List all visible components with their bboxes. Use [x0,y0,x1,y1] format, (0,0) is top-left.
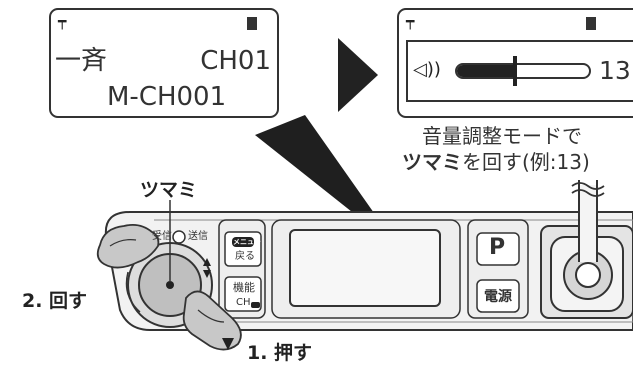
knob-label: ツマミ [140,179,198,201]
led-send-label: 送信 [188,231,208,242]
p-button[interactable] [476,232,520,266]
caption-line2: ツマミを回す(例:13) [402,150,590,174]
battery-icon [586,17,596,30]
speaker-icon: ◁)) [413,59,441,80]
caption-line1: 音量調整モードで [422,124,582,148]
hand-rotate-icon [96,223,160,269]
step-press-label: 1. 押す [247,342,313,364]
ch-label: CH [236,297,251,308]
lcd-memory-channel: M-CH001 [107,82,227,112]
led-receive-label: 受信 [152,231,172,242]
volume-thumb [513,56,517,86]
volume-value: 13 [599,56,631,85]
battery-icon [247,17,257,30]
function-label: 機能 [233,281,255,294]
panel-display [289,229,441,307]
led-send-icon [172,230,186,244]
power-button[interactable] [476,279,520,313]
volume-box [406,40,633,102]
volume-fill [457,65,514,77]
lcd-screen-before: ┯ 一斉 CH01 M-CH001 [49,8,279,118]
lcd-channel-label: CH01 [200,46,271,76]
arrow-right-icon [338,38,378,112]
antenna-icon: ┯ [406,14,415,30]
caption-rotate-text: を回す(例:13) [462,150,590,174]
caption-knob-emphasis: ツマミ [402,150,462,174]
menu-button-label: メニュー [233,238,261,246]
step-rotate-label: 2. 回す [22,290,88,312]
power-button-label: 電源 [484,289,512,305]
up-arrow-icon [203,258,211,266]
hand-press-icon [182,290,242,351]
lcd-group-label: 一斉 [55,46,108,76]
antenna-icon: ┯ [58,14,67,30]
volume-slider[interactable] [455,63,591,79]
back-label: 戻る [235,251,255,262]
lcd-screen-volume: ┯ ◁)) 13 [397,8,633,118]
p-button-label: P [489,235,506,260]
down-arrow-icon [203,270,211,278]
